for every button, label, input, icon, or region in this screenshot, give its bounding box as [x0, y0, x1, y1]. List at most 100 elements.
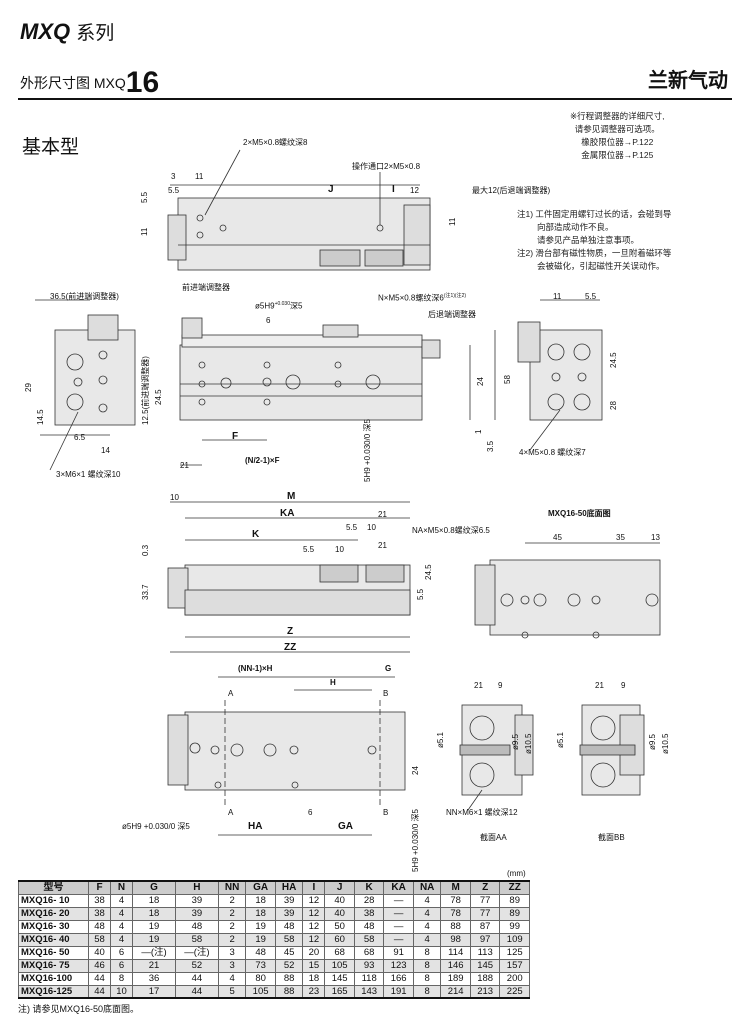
value-cell: 4 — [110, 893, 134, 908]
dim-label: ø9.5 — [648, 733, 657, 750]
dim-thread: 3×M6×1 螺纹深10 — [56, 470, 121, 479]
dim-slot: 5H9 +0.030/0 深5 — [363, 419, 372, 482]
value-cell: 40 — [324, 893, 355, 908]
dim-label: 5.5 — [416, 588, 425, 600]
dim-label: 45 — [553, 533, 562, 542]
dim-label: 12.5(前进端调整器) — [141, 356, 150, 425]
column-header: NA — [412, 880, 442, 895]
value-cell: 12 — [302, 919, 326, 934]
value-cell: 2 — [217, 919, 247, 934]
dim-label: 11 — [448, 217, 457, 226]
value-cell: 19 — [245, 932, 276, 947]
value-cell: 58 — [87, 932, 112, 947]
value-cell: 12 — [302, 932, 326, 947]
column-header: H — [174, 880, 219, 895]
value-cell: 44 — [87, 971, 112, 986]
value-cell: 48 — [245, 945, 276, 960]
dim-pin: ø5H9+0.030深5 — [255, 301, 303, 311]
value-cell: 99 — [499, 919, 530, 934]
dim-label: 9 — [498, 681, 503, 690]
value-cell: 125 — [499, 945, 530, 960]
value-cell: — — [383, 906, 414, 921]
value-cell: 8 — [412, 984, 442, 999]
value-cell: 40 — [324, 906, 355, 921]
value-cell: 38 — [353, 906, 385, 921]
dim-label: 5.5 — [346, 523, 358, 532]
value-cell: 40 — [87, 945, 112, 960]
side-view-drawing — [179, 317, 496, 466]
dim-label: 21 — [378, 541, 387, 550]
value-cell: —(注) — [132, 945, 176, 960]
value-cell: 58 — [353, 932, 385, 947]
dim-label: 24 — [411, 766, 420, 775]
value-cell: 93 — [353, 958, 385, 973]
model-cell: MXQ16- 75 — [18, 958, 89, 973]
dim-label: 10 — [170, 493, 179, 502]
dim-label: 11 — [195, 172, 204, 181]
value-cell: 19 — [132, 932, 176, 947]
value-cell: 18 — [245, 893, 276, 908]
value-cell: 45 — [274, 945, 304, 960]
value-cell: 18 — [132, 906, 176, 921]
dim-pin: ø5H9 +0.030/0 深5 — [122, 822, 190, 831]
value-cell: 28 — [353, 893, 385, 908]
dim-label: 10 — [367, 523, 376, 532]
dim-label: ø5.1 — [556, 731, 565, 748]
value-cell: 157 — [499, 958, 530, 973]
dim-label: 33.7 — [141, 584, 150, 600]
value-cell: 48 — [274, 919, 304, 934]
value-cell: 87 — [469, 919, 501, 934]
value-cell: 80 — [245, 971, 276, 986]
dim-nnh: (NN-1)×H — [238, 664, 273, 673]
dim-HA: HA — [248, 821, 263, 832]
value-cell: — — [383, 932, 414, 947]
dim-label: 21 — [595, 681, 604, 690]
value-cell: 165 — [324, 984, 355, 999]
dim-label: 12 — [410, 186, 419, 195]
header-divider — [18, 98, 732, 100]
value-cell: 58 — [274, 932, 304, 947]
dim-label: 11 — [140, 227, 149, 236]
value-cell: 18 — [302, 971, 326, 986]
value-cell: 44 — [174, 984, 219, 999]
value-cell: 39 — [174, 893, 219, 908]
value-cell: 4 — [412, 893, 442, 908]
value-cell: 91 — [383, 945, 414, 960]
dim-label: ø5.1 — [436, 731, 445, 748]
value-cell: 88 — [440, 919, 471, 934]
value-cell: 2 — [217, 906, 247, 921]
top-view-drawing — [167, 149, 431, 271]
dim-label: 21 — [180, 461, 189, 470]
dim-label: 24 — [476, 377, 485, 386]
value-cell: 60 — [324, 932, 355, 947]
value-cell: 188 — [469, 971, 501, 986]
dim-label: 29 — [24, 383, 33, 392]
dim-thread: N×M5×0.8螺纹深6(注1)(注2) — [378, 293, 467, 303]
section-marker-a: A — [228, 689, 234, 698]
value-cell: 73 — [245, 958, 276, 973]
value-cell: 89 — [499, 893, 530, 908]
dim-label: 1 — [474, 429, 483, 434]
value-cell: 50 — [324, 919, 355, 934]
value-cell: 3 — [217, 958, 247, 973]
value-cell: 143 — [353, 984, 385, 999]
value-cell: 23 — [302, 984, 326, 999]
value-cell: 19 — [132, 919, 176, 934]
value-cell: 12 — [302, 906, 326, 921]
dim-thread: NA×M5×0.8螺纹深6.5 — [412, 526, 490, 535]
value-cell: 189 — [440, 971, 471, 986]
model-cell: MXQ16- 30 — [18, 919, 89, 934]
dim-label: 9 — [621, 681, 626, 690]
value-cell: 2 — [217, 932, 247, 947]
dim-label: 58 — [503, 375, 512, 384]
value-cell: 145 — [324, 971, 355, 986]
dim-M: M — [287, 491, 296, 502]
value-cell: 4 — [412, 906, 442, 921]
dim-label: 前进端调整器 — [182, 283, 230, 292]
value-cell: 52 — [274, 958, 304, 973]
